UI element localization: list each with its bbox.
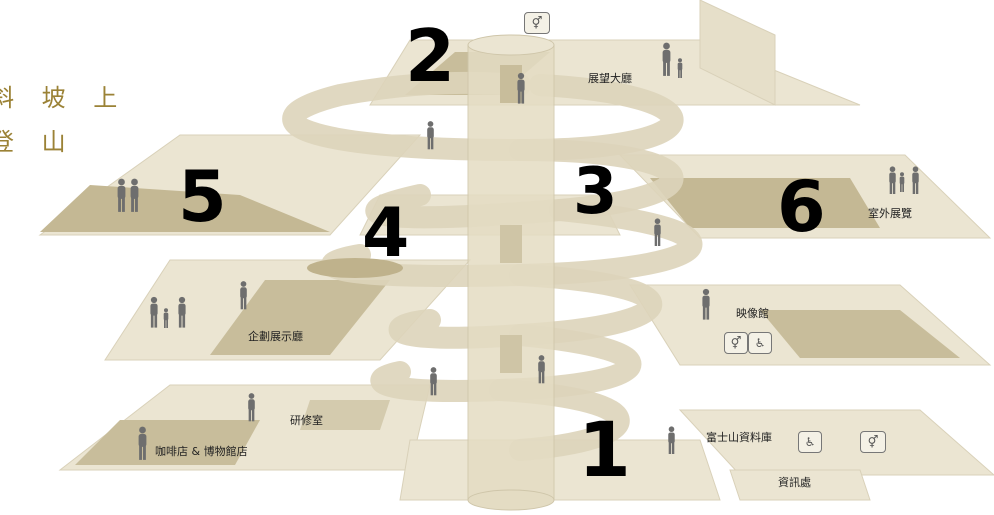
- label-video-hall: 映像館: [736, 307, 769, 320]
- person-icon: [150, 296, 158, 328]
- floor-video-hall-platform: [629, 284, 992, 366]
- floor-number-3: 3: [573, 155, 618, 229]
- person-icon: [117, 178, 126, 212]
- floor-5-platform: [38, 134, 422, 236]
- person-icon: [430, 367, 437, 396]
- person-icon: [654, 218, 661, 246]
- wheelchair-icon: ♿: [798, 431, 822, 453]
- person-icon: [517, 72, 525, 104]
- person-icon: [889, 166, 896, 194]
- person-icon: [677, 58, 683, 78]
- person-icon: [427, 121, 434, 150]
- label-study-room: 研修室: [290, 414, 323, 427]
- person-icon: [130, 178, 139, 212]
- floor-number-5: 5: [178, 156, 227, 238]
- person-icon: [662, 42, 671, 76]
- central-elevator-column: [467, 34, 555, 511]
- person-icon: [248, 393, 255, 422]
- label-outdoor-exhibit: 室外展覽: [868, 207, 912, 220]
- floor-6-platform: [618, 154, 992, 239]
- label-cafe-shop: 咖啡店 & 博物館店: [155, 445, 248, 458]
- wheelchair-icon: ♿: [748, 332, 772, 354]
- floor-1-left-platform: [58, 384, 431, 471]
- person-icon: [702, 288, 710, 320]
- restroom-icon: ⚥: [860, 431, 886, 453]
- person-icon: [178, 296, 186, 328]
- side-text-line-1: 斜 坡 上: [0, 84, 128, 112]
- floor-number-2: 2: [405, 14, 456, 98]
- label-special-exhibit: 企劃展示廳: [248, 330, 303, 343]
- side-text-line-2: 登 山: [0, 128, 76, 156]
- person-icon: [138, 426, 147, 460]
- spiral-ramp: [282, 71, 703, 461]
- label-observation-hall: 展望大廳: [588, 72, 632, 85]
- floor-number-6: 6: [777, 166, 826, 248]
- floor-number-4: 4: [362, 194, 410, 273]
- label-fuji-library: 富士山資料庫: [706, 431, 772, 444]
- restroom-icon: ⚥: [724, 332, 748, 354]
- person-icon: [163, 308, 169, 328]
- person-icon: [668, 426, 675, 454]
- person-icon: [899, 172, 905, 192]
- restroom-icon: ⚥: [524, 12, 550, 34]
- floor-number-1: 1: [578, 405, 631, 494]
- person-icon: [240, 281, 247, 310]
- person-icon: [538, 355, 545, 384]
- label-info-desk: 資訊處: [778, 476, 811, 489]
- person-icon: [912, 166, 919, 194]
